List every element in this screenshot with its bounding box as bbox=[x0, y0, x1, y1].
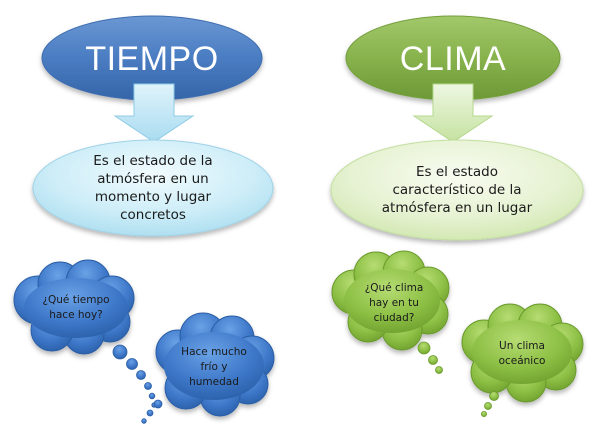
tiempo-thought-dots bbox=[112, 344, 157, 408]
clima-answer-cloud bbox=[461, 303, 584, 403]
tiempo-answer-dots bbox=[141, 399, 163, 424]
tiempo-down-arrow bbox=[113, 83, 195, 143]
clima-question-dots bbox=[417, 341, 443, 374]
tiempo-question-cloud bbox=[13, 259, 135, 355]
tiempo-definition-ellipse bbox=[32, 139, 274, 237]
clima-answer-dots bbox=[480, 391, 499, 417]
clima-definition-ellipse bbox=[330, 139, 584, 241]
clima-down-arrow bbox=[412, 83, 494, 143]
clima-question-cloud bbox=[331, 250, 450, 351]
tiempo-answer-cloud bbox=[155, 312, 275, 417]
